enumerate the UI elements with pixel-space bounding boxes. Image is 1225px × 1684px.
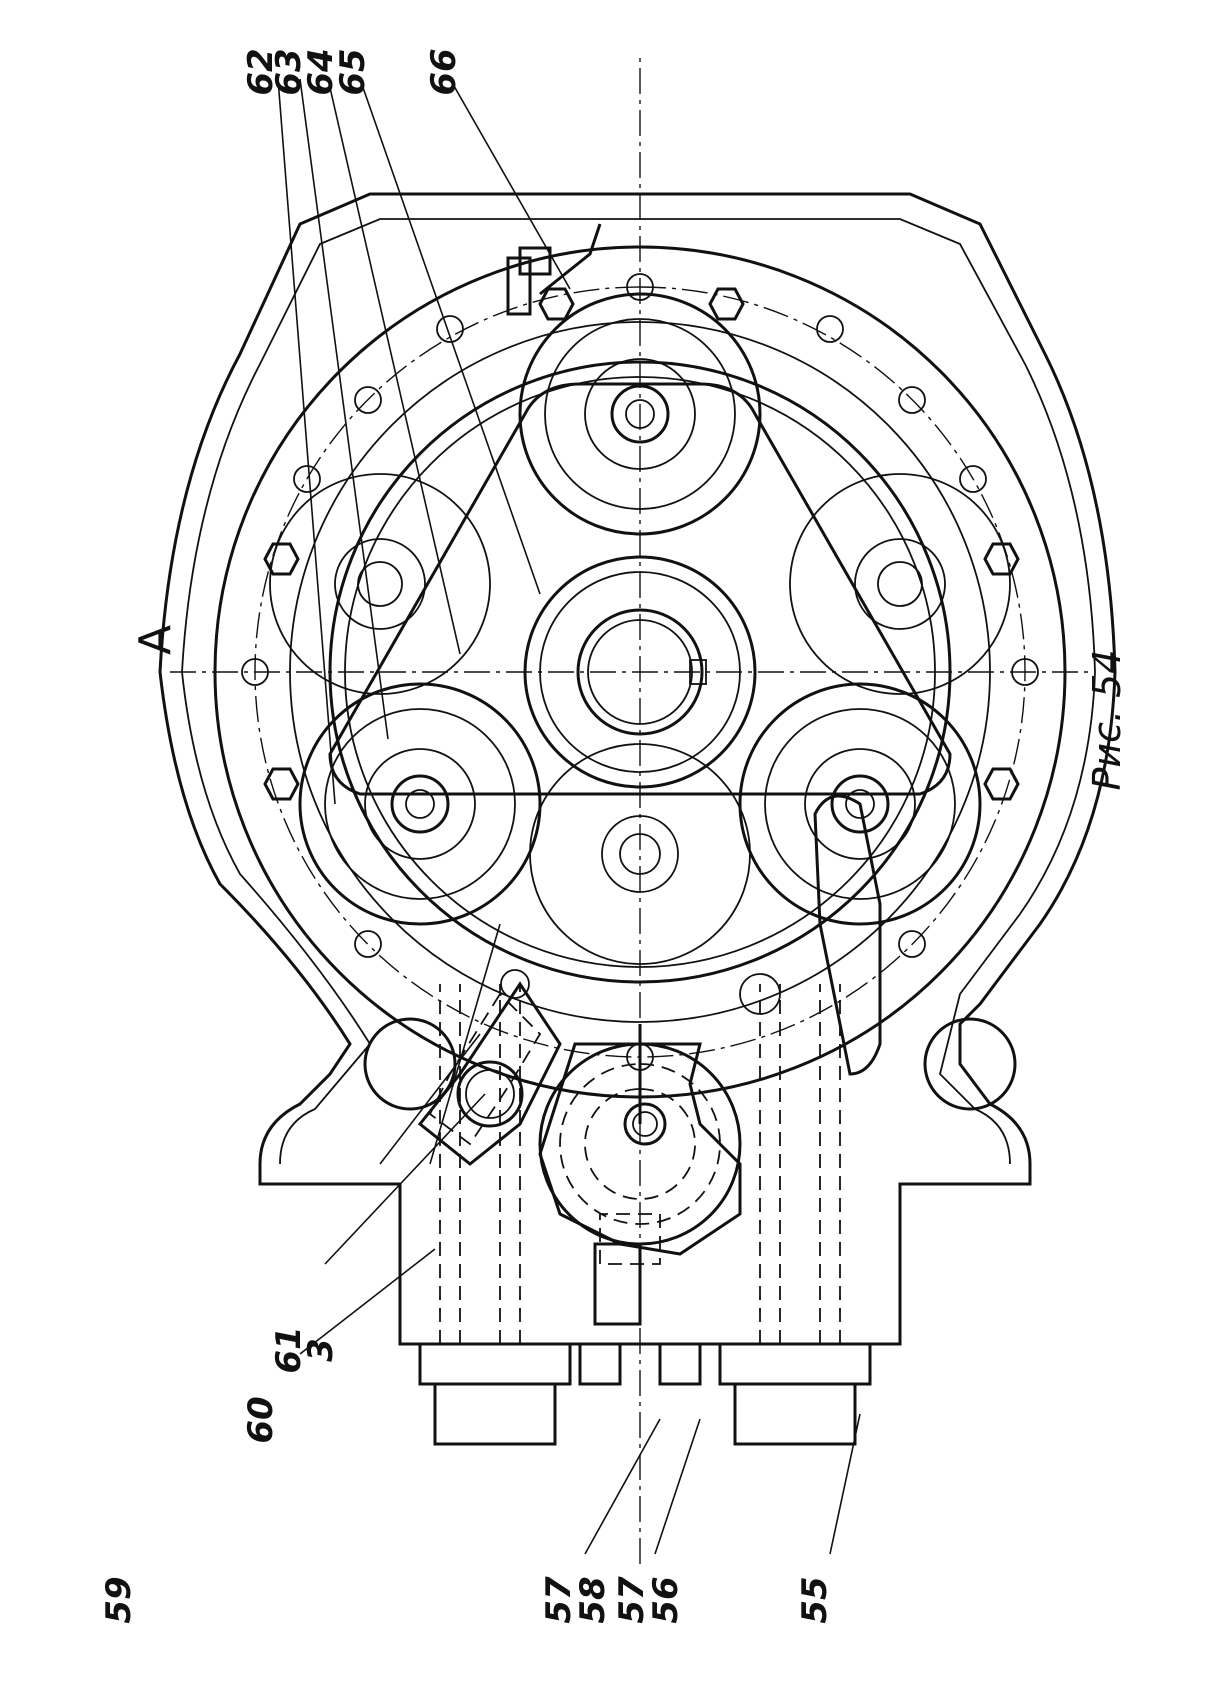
label-65: 65 <box>333 48 373 95</box>
label-3: 3 <box>301 1338 341 1362</box>
label-56: 56 <box>646 1576 686 1623</box>
label-55: 55 <box>795 1576 835 1623</box>
planet-gear-left <box>300 684 540 924</box>
port-right <box>925 1019 1015 1109</box>
planet-gear-rear-left <box>270 474 490 694</box>
label-60: 60 <box>241 1396 281 1443</box>
label-59: 59 <box>99 1576 139 1623</box>
grease-fitting <box>508 224 600 314</box>
figure-caption: Рис. 54 <box>1085 649 1129 790</box>
view-label-a: A <box>130 625 181 655</box>
end-caps <box>420 1344 870 1444</box>
port-left <box>365 1019 455 1109</box>
planet-gear-rear-right <box>790 474 1010 694</box>
label-58: 58 <box>573 1576 613 1623</box>
label-66: 66 <box>424 48 464 95</box>
